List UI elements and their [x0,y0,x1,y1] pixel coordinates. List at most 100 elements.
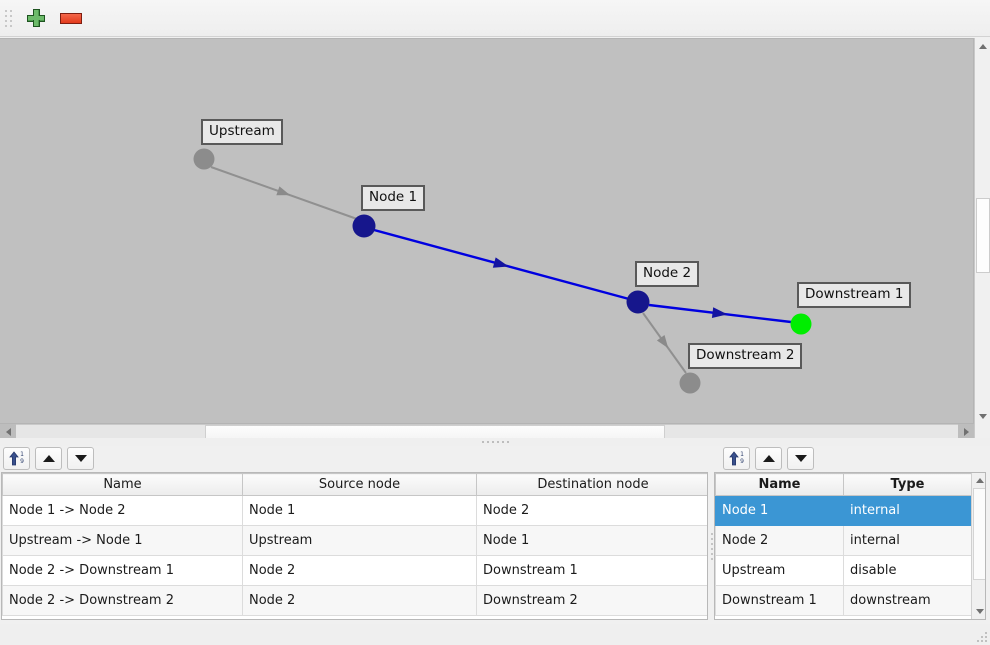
graph-svg [193,148,812,394]
nodes-table-cell-type[interactable]: disable [843,555,972,586]
edge-arrow-node1-node2 [492,257,509,268]
graph-node-downstream2[interactable] [679,372,701,394]
triangle-up-icon [42,454,55,462]
nodes-table-cell-name[interactable]: Downstream 1 [715,585,844,616]
edges-table-cell-name[interactable]: Node 2 -> Downstream 2 [2,585,243,616]
edges-table-column-header-2[interactable]: Destination node [476,473,707,496]
edge-arrow-upstream-node1 [276,186,291,196]
window-resize-grip[interactable] [976,631,988,643]
nodes-table-cell-name[interactable]: Upstream [715,555,844,586]
graph-node-node1[interactable] [352,214,376,238]
edges-move-down-button[interactable] [67,446,94,470]
nodes-panel-grip[interactable] [710,472,714,620]
graph-vscroll-thumb[interactable] [976,198,990,273]
node-layer [193,148,812,394]
triangle-down-icon [74,454,87,462]
panel-splitter[interactable] [0,438,990,446]
edges-table-column-header-0[interactable]: Name [2,473,243,496]
edges-table-cell-destination[interactable]: Node 1 [476,525,707,556]
edges-table-cell-destination[interactable]: Node 2 [476,495,707,526]
nodes-table-cell-name[interactable]: Node 1 [715,495,844,526]
graph-node-label-node1[interactable]: Node 1 [361,185,426,211]
graph-node-node2[interactable] [626,290,650,314]
graph-node-downstream1[interactable] [790,313,812,335]
hscroll-track[interactable] [16,424,958,441]
nodes-table-column-header-0[interactable]: Name [715,473,844,496]
scrollbar-corner [974,424,990,440]
edges-table-cell-name[interactable]: Node 1 -> Node 2 [2,495,243,526]
minus-icon [60,12,82,24]
triangle-left-icon [5,428,11,436]
nodes-move-up-button[interactable] [755,446,782,470]
graph-node-label-node2[interactable]: Node 2 [635,261,700,287]
graph-vertical-scrollbar[interactable] [974,38,990,424]
edges-table-cell-source[interactable]: Node 2 [242,555,477,586]
nodes-scroll-up-button[interactable] [972,473,985,488]
graph-node-label-upstream[interactable]: Upstream [201,119,283,145]
edges-table-cell-destination[interactable]: Downstream 2 [476,585,707,616]
nodes-table-column-header-1[interactable]: Type [843,473,972,496]
graph-node-upstream[interactable] [193,148,215,170]
edges-table-cell-name[interactable]: Upstream -> Node 1 [2,525,243,556]
scroll-up-button[interactable] [975,38,990,54]
add-button[interactable] [21,3,51,33]
edge-layer [210,166,792,374]
nodes-move-down-button[interactable] [787,446,814,470]
toolbar-drag-handle[interactable] [3,6,13,30]
edges-table-cell-destination[interactable]: Downstream 1 [476,555,707,586]
splitter-grip-icon [481,441,509,443]
edges-move-up-button[interactable] [35,446,62,470]
scroll-down-button[interactable] [975,408,990,424]
nodes-table-cell-type[interactable]: internal [843,525,972,556]
nodes-vertical-scrollbar[interactable] [971,473,985,619]
graph-horizontal-scrollbar[interactable] [0,424,990,441]
edge-arrow-node2-downstream1 [711,307,728,318]
edges-table-cell-source[interactable]: Node 1 [242,495,477,526]
scroll-left-button[interactable] [0,424,16,440]
edge-arrow-node2-downstream2 [656,334,669,349]
nodes-table-cell-type[interactable]: internal [843,495,972,526]
nodes-table-cell-type[interactable]: downstream [843,585,972,616]
edges-table-cell-source[interactable]: Node 2 [242,585,477,616]
graph-node-label-downstream2[interactable]: Downstream 2 [688,343,803,369]
triangle-down-icon [975,609,984,614]
scroll-right-button[interactable] [958,424,974,440]
edges-table-column-header-1[interactable]: Source node [242,473,477,496]
triangle-down-icon [979,413,987,419]
graph-node-label-downstream1[interactable]: Downstream 1 [797,282,912,308]
nodes-scroll-down-button[interactable] [972,604,985,619]
nodes-table-cell-name[interactable]: Node 2 [715,525,844,556]
edges-table-cell-source[interactable]: Upstream [242,525,477,556]
triangle-up-icon [979,43,987,49]
nodes-vscroll-thumb[interactable] [973,488,985,580]
plus-icon [27,9,45,27]
edges-table-cell-name[interactable]: Node 2 -> Downstream 1 [2,555,243,586]
remove-button[interactable] [56,3,86,33]
triangle-right-icon [963,428,969,436]
